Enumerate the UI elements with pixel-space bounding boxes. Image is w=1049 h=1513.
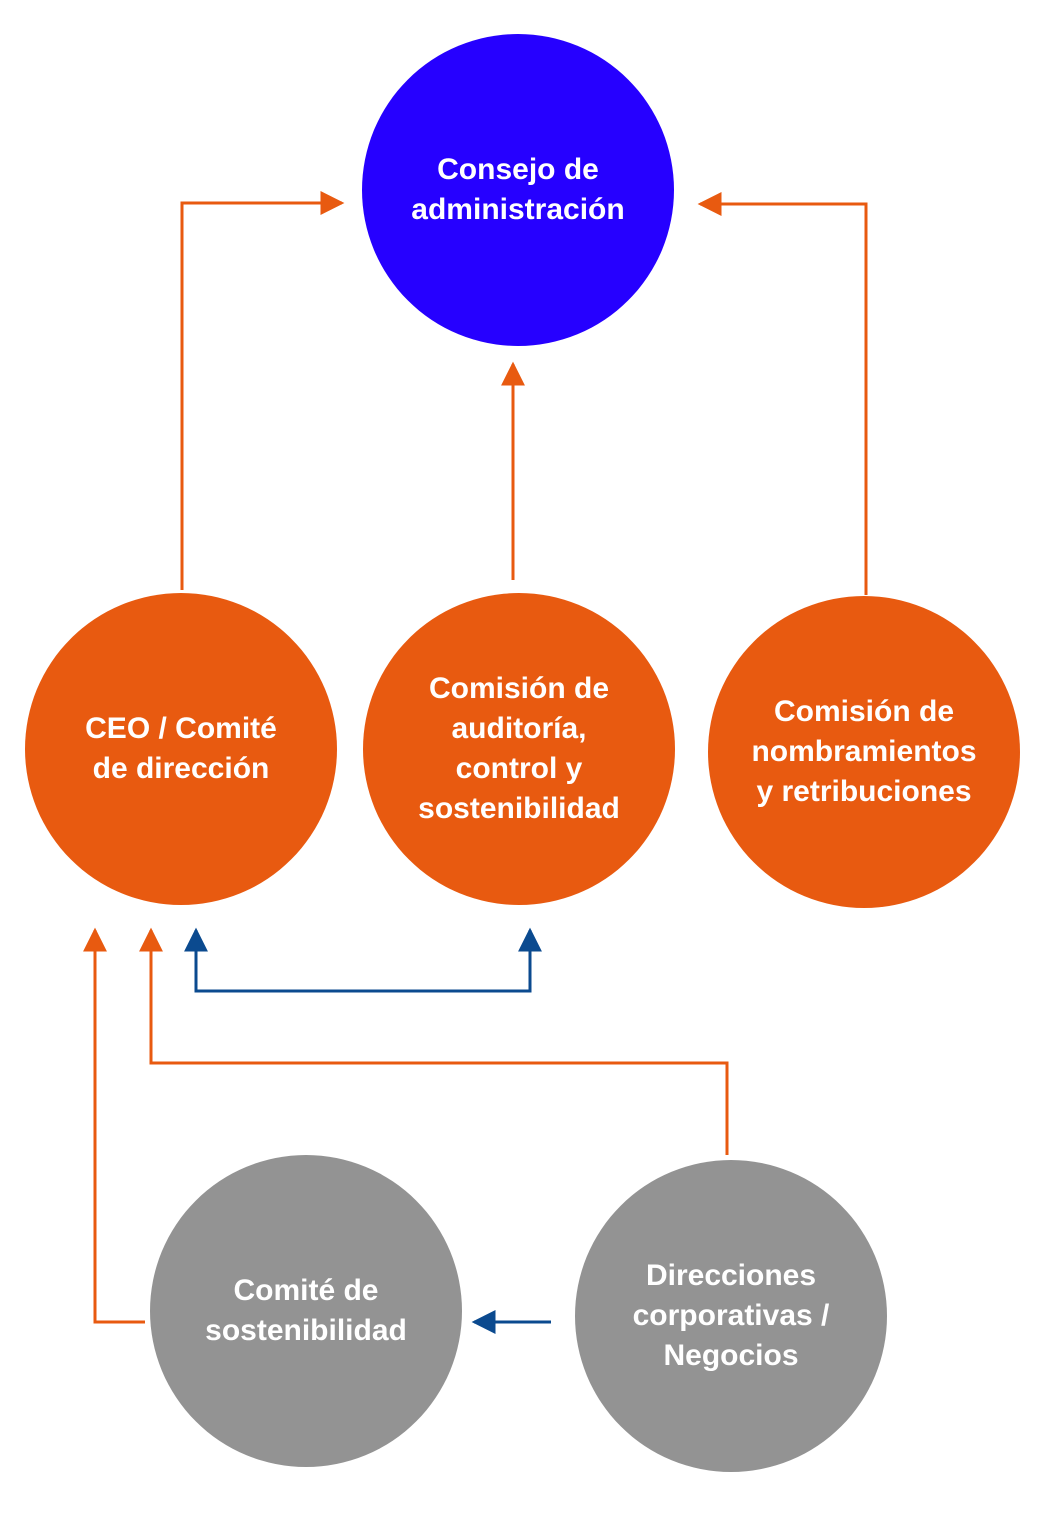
node-corporate-directorates: Direcciones corporativas / Negocios bbox=[575, 1160, 887, 1472]
node-board-label: Consejo de administración bbox=[411, 153, 625, 226]
arrow-ceo-audit-link-right bbox=[360, 927, 542, 993]
node-corporate-directorates-label: Direcciones corporativas / Negocios bbox=[632, 1259, 830, 1372]
node-audit-committee-label: Comisión de auditoría, control y sosteni… bbox=[418, 672, 620, 825]
node-sustainability-committee: Comité de sostenibilidad bbox=[150, 1155, 462, 1467]
arrow-directorates-to-ceo bbox=[139, 927, 729, 1155]
node-ceo-label: CEO / Comité de dirección bbox=[85, 712, 277, 785]
arrow-ceo-audit-link-left bbox=[184, 927, 360, 993]
node-appointments-committee-label: Comisión de nombramientos y retribucione… bbox=[751, 695, 977, 808]
node-audit-committee: Comisión de auditoría, control y sosteni… bbox=[363, 593, 675, 905]
node-sustainability-committee-label: Comité de sostenibilidad bbox=[205, 1274, 407, 1347]
node-ceo: CEO / Comité de dirección bbox=[25, 593, 337, 905]
arrow-appointments-to-board bbox=[697, 192, 868, 595]
arrow-sustainability-to-ceo bbox=[83, 927, 145, 1324]
arrow-ceo-to-board bbox=[180, 191, 345, 590]
node-appointments-committee: Comisión de nombramientos y retribucione… bbox=[708, 596, 1020, 908]
node-board: Consejo de administración bbox=[362, 34, 674, 346]
